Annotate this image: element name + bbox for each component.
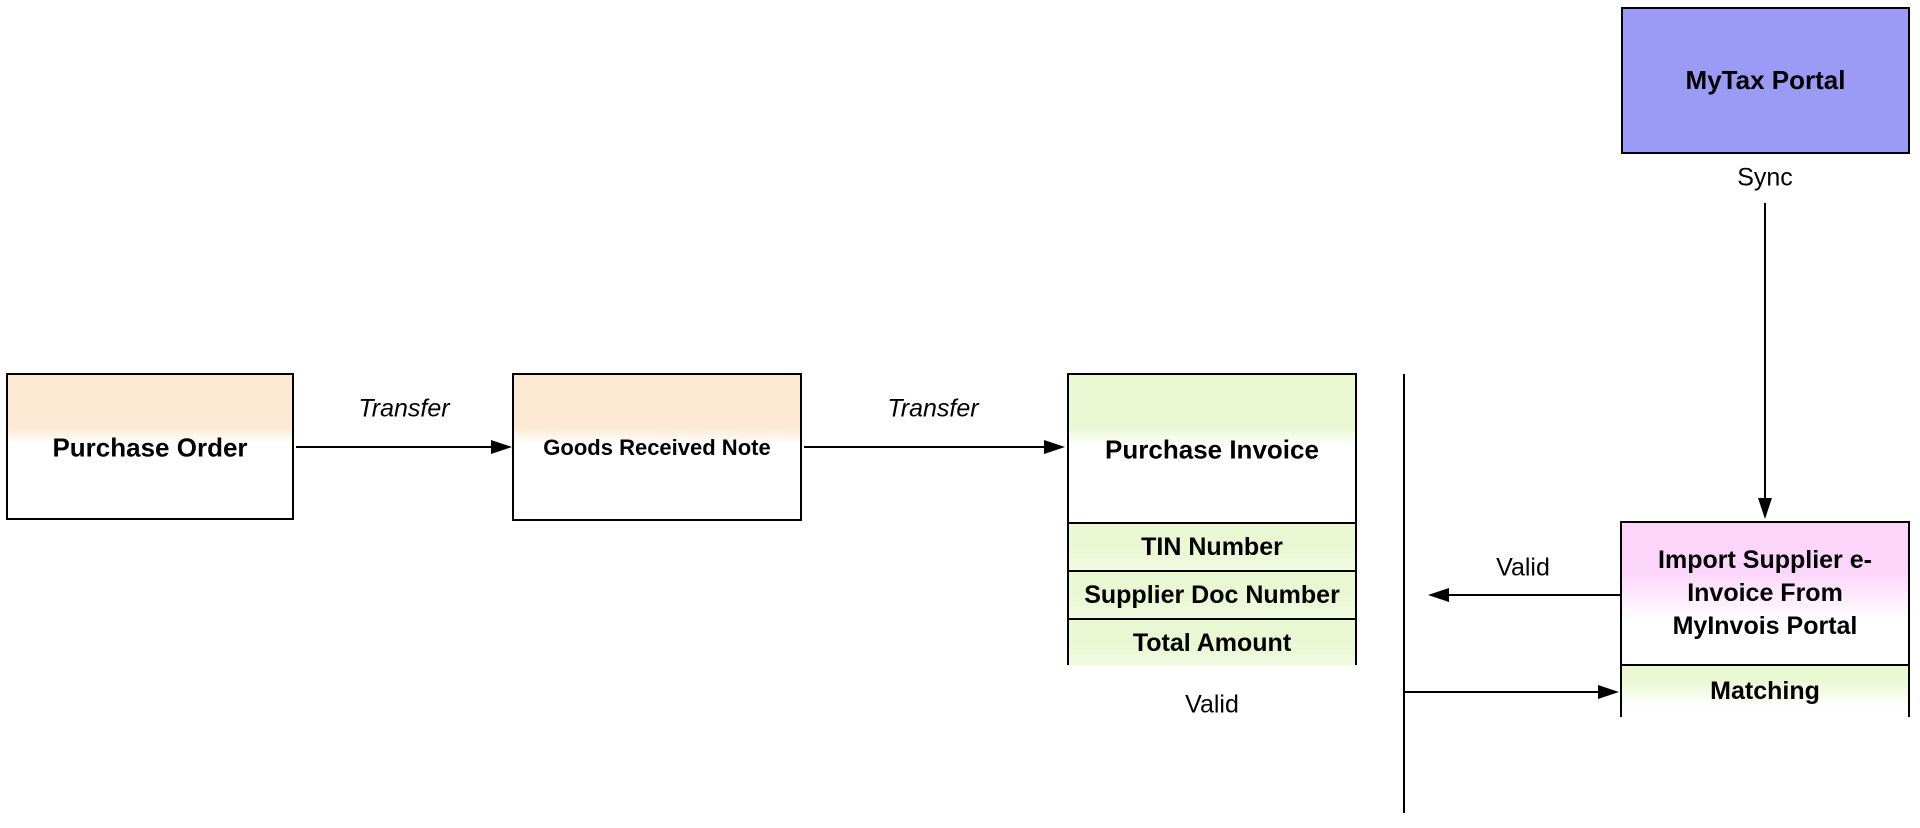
goods-received-note-title: Goods Received Note [543,435,771,461]
purchase-invoice-title: Purchase Invoice [1105,434,1319,465]
purchase-order-title: Purchase Order [52,432,248,463]
edge-valid-line [1448,594,1620,596]
label-valid-below-invoice: Valid [1185,690,1239,719]
import-title-line-3: MyInvois Portal [1672,612,1858,640]
purchase-invoice-header: Purchase Invoice [1069,375,1355,522]
field-row-tin-number[interactable]: TIN Number [1069,522,1355,570]
edge-label-sync: Sync [1737,163,1793,192]
edge-label-valid: Valid [1496,553,1550,582]
purchase-invoice-fields: TIN Number Supplier Doc Number Total Amo… [1069,522,1355,666]
import-title-line-1: Import Supplier e- [1658,546,1872,574]
node-mytax-portal[interactable]: MyTax Portal [1621,7,1910,154]
arrowhead-right-icon [1044,440,1065,454]
arrowhead-right-icon [1598,685,1619,699]
node-import-supplier-einvoice[interactable]: Import Supplier e- Invoice From MyInvois… [1620,521,1910,717]
node-goods-received-note[interactable]: Goods Received Note [512,373,802,521]
import-einvoice-title: Import Supplier e- Invoice From MyInvois… [1622,523,1908,664]
node-purchase-invoice[interactable]: Purchase Invoice TIN Number Supplier Doc… [1067,373,1357,666]
edge-label-transfer-1: Transfer [358,394,450,423]
import-title-line-2: Invoice From [1687,579,1843,607]
arrowhead-left-icon [1428,588,1449,602]
field-row-supplier-doc-number[interactable]: Supplier Doc Number [1069,570,1355,618]
edge-matching-line [1404,691,1599,693]
mytax-portal-title: MyTax Portal [1685,65,1846,95]
edge-sync-line [1764,203,1766,499]
validation-branch-line [1403,374,1405,813]
node-purchase-order[interactable]: Purchase Order [6,373,294,520]
arrowhead-right-icon [491,440,512,454]
edge-transfer-2-line [804,446,1045,448]
arrowhead-down-icon [1758,498,1772,519]
edge-transfer-1-line [296,446,492,448]
edge-label-transfer-2: Transfer [887,394,979,423]
field-row-total-amount[interactable]: Total Amount [1069,618,1355,666]
matching-sub-process[interactable]: Matching [1622,664,1908,717]
